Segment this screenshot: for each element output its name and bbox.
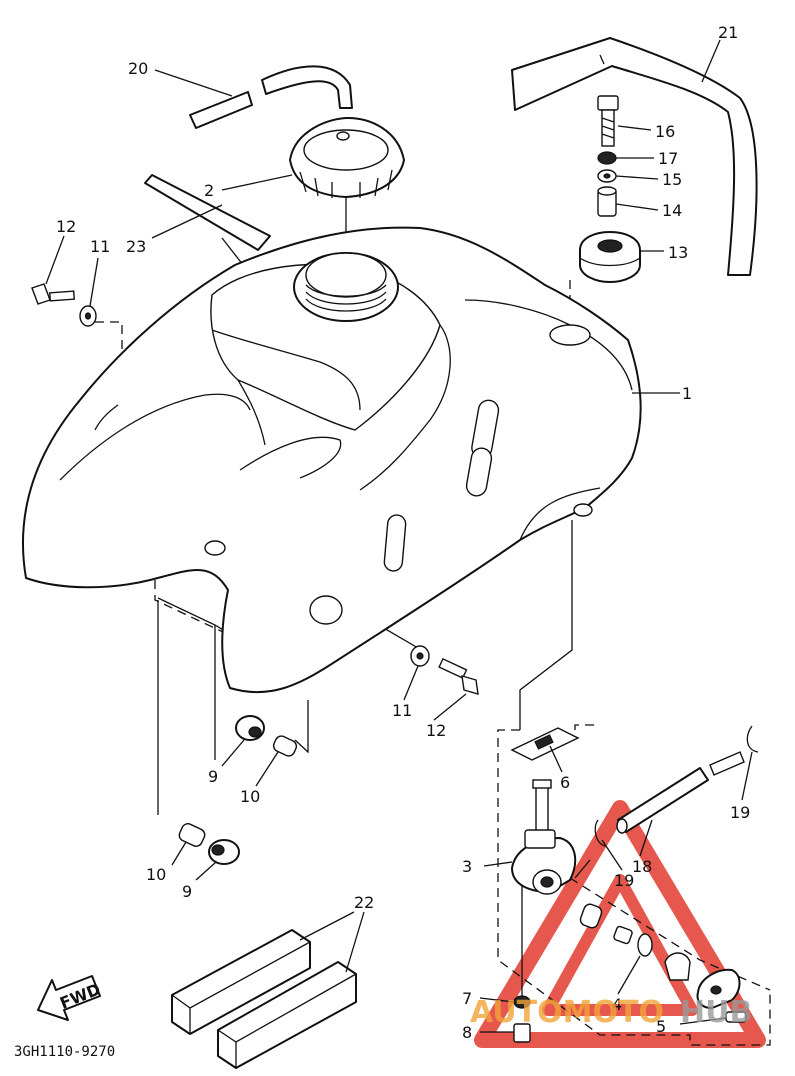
washer-15 (597, 169, 617, 183)
watermark-brand-right: HUB (680, 995, 752, 1030)
label-part-20: 20 (128, 59, 148, 78)
clip-19 (594, 725, 759, 847)
label-part-12-left: 12 (56, 217, 76, 236)
label-part-4: 4 (612, 995, 622, 1014)
gasket-6 (510, 727, 580, 761)
label-part-11-right: 11 (392, 701, 412, 720)
washer-11-right (410, 645, 430, 667)
rubber-pad-22-front (217, 961, 357, 1069)
fuel-hose-18 (616, 767, 709, 834)
label-part-19-left: 19 (614, 871, 634, 890)
label-part-7: 7 (462, 989, 472, 1008)
leader-lines (45, 39, 753, 1033)
plate-5 (696, 968, 741, 1009)
label-part-9-lower: 9 (182, 882, 192, 901)
label-part-10-lower: 10 (146, 865, 166, 884)
label-part-16: 16 (655, 122, 675, 141)
label-part-22: 22 (354, 893, 374, 912)
label-part-15: 15 (662, 170, 682, 189)
fuel-tank (21, 226, 642, 694)
part-number-labels: 1 2 3 4 5 6 7 8 9 9 10 10 11 11 12 12 13… (56, 23, 750, 1042)
label-part-21: 21 (718, 23, 738, 42)
label-part-13: 13 (668, 243, 688, 262)
collar-10-upper (272, 735, 298, 757)
damper-9-lower (208, 839, 240, 865)
washer-11-left (79, 305, 97, 327)
screw-8 (513, 1023, 531, 1043)
filter-cup (579, 903, 633, 945)
rubber-pad-22-rear (171, 929, 311, 1035)
collar-10-lower (178, 823, 206, 847)
diagram-code: 3GH1110-9270 (14, 1044, 115, 1060)
damper-9-upper (235, 715, 265, 741)
label-part-10-upper: 10 (240, 787, 260, 806)
forward-arrow-icon: FWD (37, 975, 103, 1021)
bolt-12-left (31, 283, 75, 305)
label-part-23: 23 (126, 237, 146, 256)
label-part-8: 8 (462, 1023, 472, 1042)
fuel-cock-3 (511, 779, 577, 895)
label-part-14: 14 (662, 201, 682, 220)
o-ring-4 (637, 933, 653, 957)
bolt-12-right (438, 657, 479, 695)
label-part-2: 2 (204, 181, 214, 200)
bolt-16 (597, 95, 619, 147)
label-part-17: 17 (658, 149, 678, 168)
lever-knob (664, 952, 691, 981)
label-part-19-right: 19 (730, 803, 750, 822)
screw-5 (725, 1011, 747, 1023)
label-part-5: 5 (656, 1017, 666, 1036)
label-part-12-right: 12 (426, 721, 446, 740)
watermark-brand-left: AUTOMOTO (470, 995, 664, 1030)
label-part-6: 6 (560, 773, 570, 792)
watermark-brand: AUTOMOTO HUB (470, 995, 752, 1030)
watermark-logo-icon (474, 800, 766, 1048)
grommet-13 (579, 231, 641, 283)
label-part-1: 1 (682, 384, 692, 403)
label-part-11-left: 11 (90, 237, 110, 256)
nut-17 (597, 151, 617, 165)
label-part-9-upper: 9 (208, 767, 218, 786)
label-part-3: 3 (462, 857, 472, 876)
breather-hose (189, 65, 353, 129)
hose-end-19 (709, 751, 745, 776)
label-part-18: 18 (632, 857, 652, 876)
filler-cap (289, 117, 405, 198)
collar-14 (597, 186, 617, 217)
